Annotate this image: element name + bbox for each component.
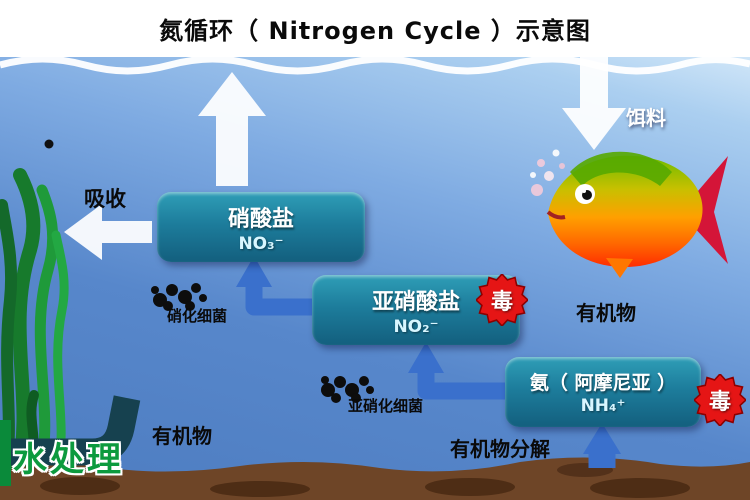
evaporation-up-arrow xyxy=(198,72,266,186)
fish-mouth xyxy=(546,210,566,220)
node-ammonia: 氨（ 阿摩尼亚 ） NH₄⁺ xyxy=(505,357,701,427)
fish-pelvic-fin xyxy=(606,258,633,278)
seaweed xyxy=(0,168,69,477)
nitrite-formula: NO₂⁻ xyxy=(393,316,439,337)
organic-decompose-label: 有机物分解 xyxy=(450,437,550,461)
fish-bubbles xyxy=(530,149,565,196)
toxic-badge-nitrite: 毒 xyxy=(476,274,528,326)
nitrate-name: 硝酸盐 xyxy=(227,206,294,232)
fish-body xyxy=(548,155,703,268)
ammonia-name: 氨（ 阿摩尼亚 ） xyxy=(529,372,677,394)
watermark-bar xyxy=(0,420,11,486)
nitrite-name: 亚硝酸盐 xyxy=(371,289,460,315)
fish xyxy=(546,151,728,278)
feed-label: 饵料 xyxy=(626,106,666,130)
sediment xyxy=(0,457,750,500)
toxic-badge-text: 毒 xyxy=(708,390,731,415)
organic-matter-label-pipe: 有机物 xyxy=(152,424,212,448)
ammonia-formula: NH₄⁺ xyxy=(580,396,626,416)
water-dot xyxy=(44,139,54,149)
toxic-badge-ammonia: 毒 xyxy=(694,374,746,426)
absorb-left-arrow xyxy=(64,204,152,260)
arrow-sediment-to-ammonia xyxy=(583,423,621,468)
nitrosomonas-bacteria-label: 亚硝化细菌 xyxy=(348,397,424,415)
toxic-burst-icon xyxy=(476,274,528,326)
drain-pipe xyxy=(8,395,141,466)
arrow-nitrite-to-nitrate xyxy=(236,256,318,316)
fish-dorsal-fin xyxy=(570,151,672,186)
organic-matter-label-fish: 有机物 xyxy=(576,301,636,325)
page-title: 氮循环（ Nitrogen Cycle ）示意图 xyxy=(159,17,591,45)
title-bar: 氮循环（ Nitrogen Cycle ）示意图 xyxy=(0,0,750,57)
absorb-label: 吸收 xyxy=(84,187,126,211)
nitrifying-bacteria-label: 硝化细菌 xyxy=(167,307,228,325)
arrow-ammonia-to-nitrite xyxy=(408,342,508,400)
water-surface-wave xyxy=(0,55,750,75)
bacteria-cluster-nitrosomonas xyxy=(321,376,374,403)
fish-tail xyxy=(680,156,728,264)
node-nitrate: 硝酸盐 NO₃⁻ xyxy=(157,192,365,262)
bacteria-cluster-nitrifying xyxy=(151,283,207,311)
toxic-burst-icon xyxy=(694,374,746,426)
watermark-text: 水处理 xyxy=(13,440,124,480)
feed-down-arrow xyxy=(562,57,626,150)
nitrate-formula: NO₃⁻ xyxy=(238,233,284,254)
toxic-badge-text: 毒 xyxy=(490,290,513,315)
